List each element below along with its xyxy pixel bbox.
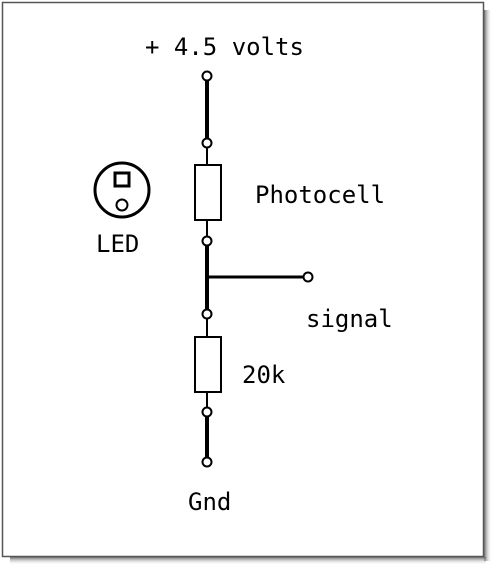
photocell-bottom-terminal (201, 235, 213, 247)
frame-border (1, 1, 485, 558)
ground-label: Gnd (188, 488, 231, 516)
signal-terminal (302, 271, 314, 283)
resistor-bottom-terminal (201, 406, 213, 418)
led-body (93, 161, 151, 219)
signal-label: signal (306, 305, 393, 333)
supply-terminal (201, 70, 213, 82)
resistor-top-terminal (201, 308, 213, 320)
frame-shadow-right (484, 10, 492, 561)
photocell-top-terminal (201, 137, 213, 149)
resistor-label: 20k (242, 361, 286, 389)
frame-shadow-bottom (10, 557, 486, 565)
led-round-pad (115, 198, 129, 212)
supply-label: + 4.5 volts (145, 33, 304, 61)
photocell-resistor (194, 164, 222, 221)
ground-terminal (201, 456, 213, 468)
fixed-resistor (194, 336, 222, 393)
led-square-pad (113, 171, 131, 188)
led-label: LED (96, 230, 139, 258)
photocell-label: Photocell (255, 181, 385, 209)
